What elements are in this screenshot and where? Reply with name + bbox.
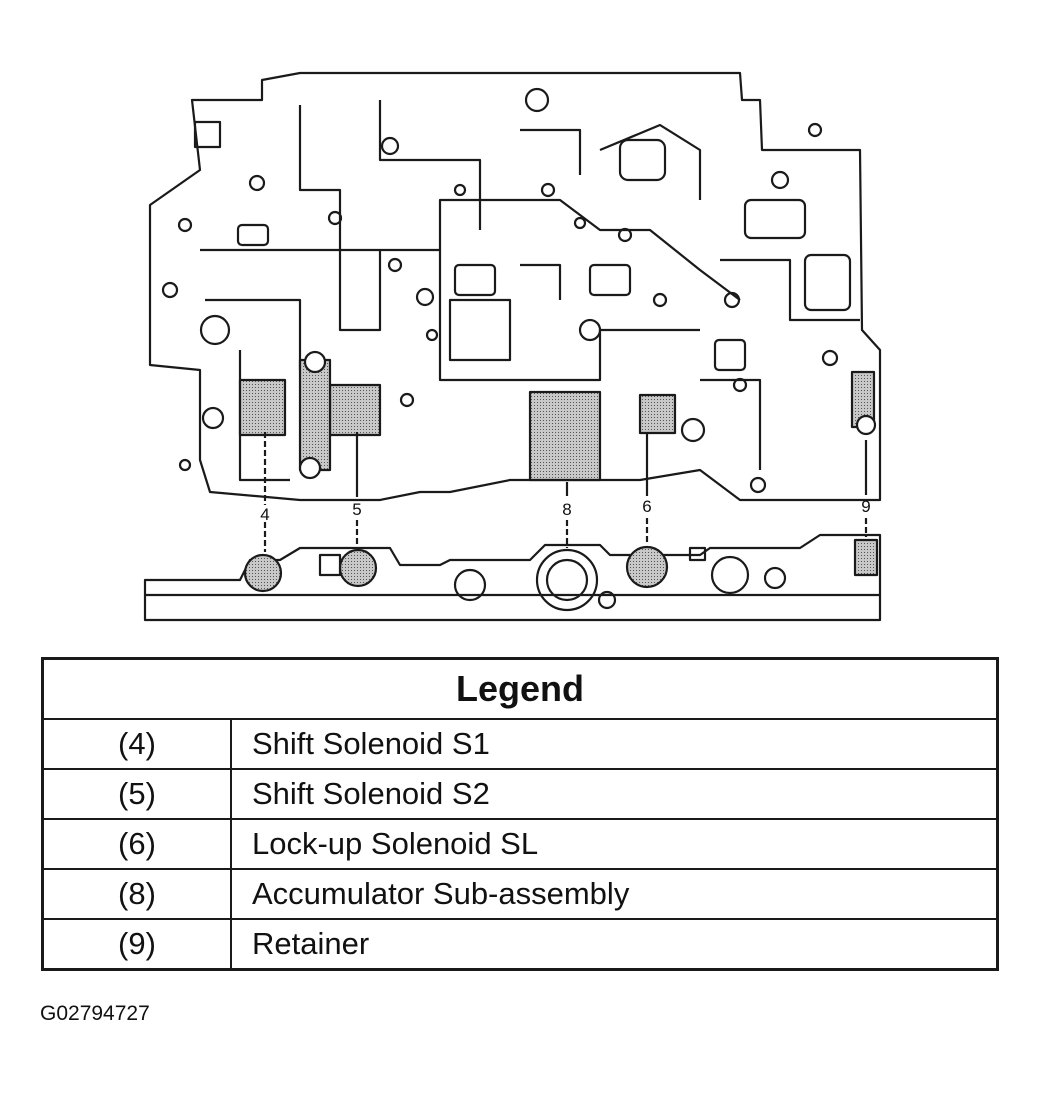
callout-9: 9 xyxy=(861,497,870,516)
legend-row: (8) Accumulator Sub-assembly xyxy=(41,868,999,920)
legend-table: Legend (4) Shift Solenoid S1 (5) Shift S… xyxy=(41,657,999,971)
callout-8: 8 xyxy=(562,500,571,519)
valve-body-diagram: 4 5 8 6 9 xyxy=(143,71,882,622)
callout-5: 5 xyxy=(352,500,361,519)
valve-body-outline xyxy=(148,71,882,502)
legend-number: (8) xyxy=(41,868,232,920)
legend-row: (6) Lock-up Solenoid SL xyxy=(41,818,999,870)
legend-label: Accumulator Sub-assembly xyxy=(230,868,999,920)
legend-number: (5) xyxy=(41,768,232,820)
solenoid-s2-body xyxy=(328,383,382,437)
legend-label: Shift Solenoid S1 xyxy=(230,718,999,770)
callout-4: 4 xyxy=(260,505,269,524)
legend-number: (9) xyxy=(41,918,232,971)
legend-title: Legend xyxy=(41,657,999,720)
legend-row: (4) Shift Solenoid S1 xyxy=(41,718,999,770)
legend-number: (6) xyxy=(41,818,232,870)
legend-row: (5) Shift Solenoid S2 xyxy=(41,768,999,820)
accumulator-body xyxy=(528,390,602,482)
callout-6: 6 xyxy=(642,497,651,516)
solenoid-sl-body xyxy=(638,393,677,435)
legend-label: Lock-up Solenoid SL xyxy=(230,818,999,870)
legend-label: Retainer xyxy=(230,918,999,971)
solenoid-s1-body xyxy=(238,378,287,437)
legend-label: Shift Solenoid S2 xyxy=(230,768,999,820)
legend-number: (4) xyxy=(41,718,232,770)
legend-row: (9) Retainer xyxy=(41,918,999,971)
figure-id: G02794727 xyxy=(40,1002,150,1025)
legend-header-row: Legend xyxy=(41,657,999,720)
